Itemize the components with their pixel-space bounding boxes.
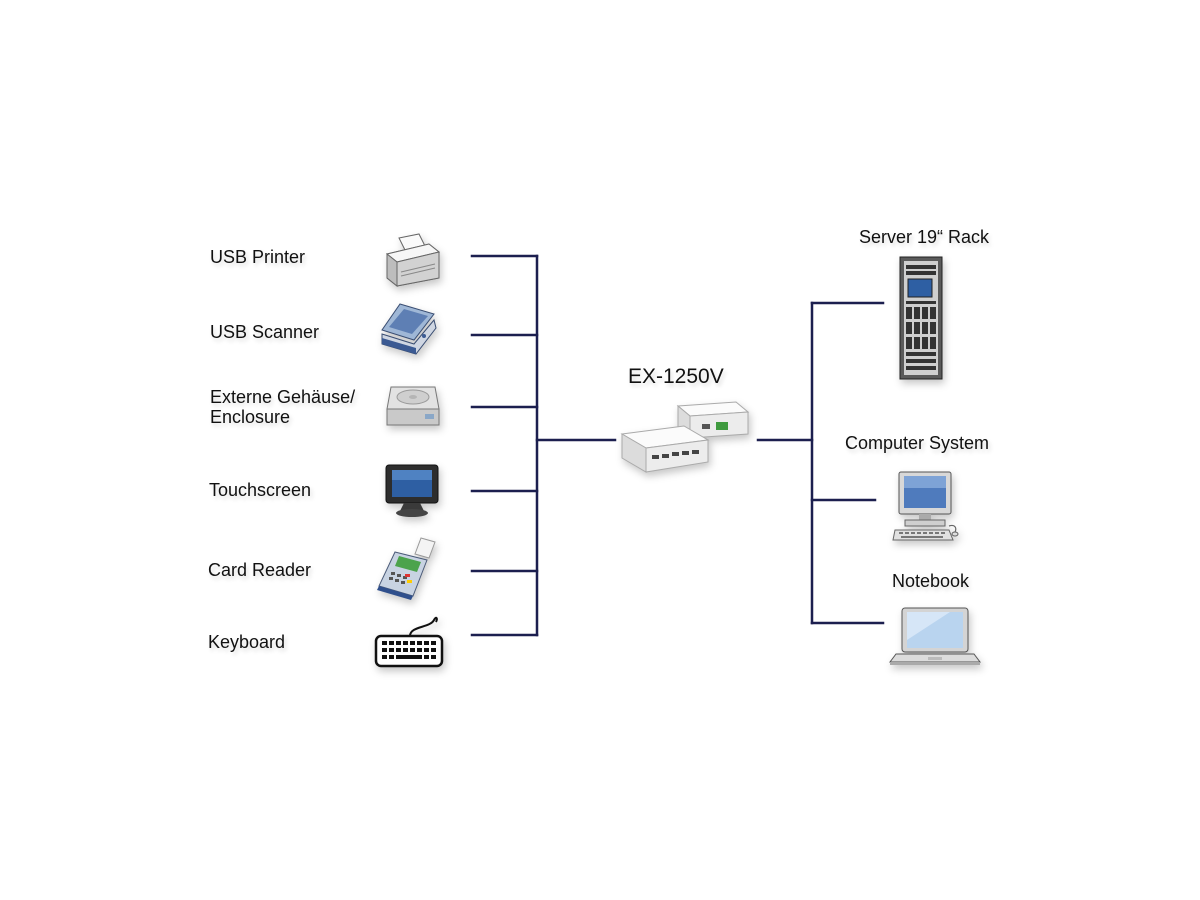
- card-reader-icon: [377, 536, 439, 600]
- ex-1250v-hub-icon: [618, 400, 754, 476]
- label-touchscreen: Touchscreen: [209, 480, 312, 500]
- label-enclosure-line2: Enclosure: [210, 407, 291, 427]
- label-enclosure-line1: Externe Gehäuse/: [210, 387, 356, 407]
- label-card-reader: Card Reader: [208, 560, 312, 580]
- label-notebook: Notebook: [892, 571, 970, 591]
- hard-drive-icon: [385, 383, 441, 431]
- keyboard-icon: [374, 614, 444, 670]
- label-enclosure: Externe Gehäuse/ Enclosure: [210, 387, 355, 427]
- label-server-rack: Server 19“ Rack: [859, 227, 990, 247]
- server-rack-icon: [898, 255, 944, 381]
- touchscreen-icon: [384, 463, 442, 519]
- label-usb-scanner: USB Scanner: [210, 322, 320, 342]
- scanner-icon: [380, 300, 438, 358]
- label-usb-printer: USB Printer: [210, 247, 306, 267]
- printer-icon: [383, 232, 443, 288]
- label-ex-1250v: EX-1250V: [628, 365, 724, 388]
- desktop-computer-icon: [892, 470, 959, 542]
- notebook-icon: [889, 606, 982, 668]
- label-computer-system: Computer System: [845, 433, 990, 453]
- label-keyboard: Keyboard: [208, 632, 286, 652]
